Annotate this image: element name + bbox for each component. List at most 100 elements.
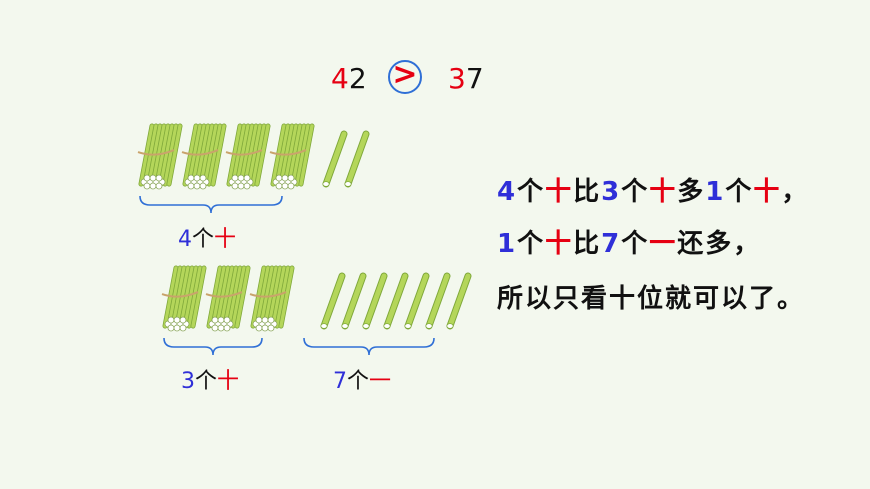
- label-unit: 个: [192, 227, 215, 252]
- bundle-stick: [287, 124, 302, 186]
- bundle-tie: [181, 149, 219, 156]
- bundle-end: [223, 324, 231, 332]
- text-segment: 比: [573, 229, 602, 259]
- bundle-stick: [231, 266, 246, 328]
- explanation-line-2: 1个十比7个一还多，: [497, 227, 761, 261]
- comparison-circle: [388, 60, 422, 94]
- bundle-end: [211, 316, 219, 324]
- text-segment: 1: [497, 229, 518, 259]
- bundle-stick: [211, 124, 226, 186]
- text-segment: 个: [621, 177, 650, 207]
- bundle-end: [173, 316, 181, 324]
- bundle-end: [187, 182, 195, 190]
- bundle-stick: [227, 266, 242, 328]
- right-tens-digit: 3: [448, 62, 466, 95]
- label-num: 7: [333, 369, 347, 394]
- bundle-end: [243, 174, 251, 182]
- bundle-stick: [267, 266, 282, 328]
- bundle-end: [243, 182, 251, 190]
- bundle-stick: [271, 266, 286, 328]
- stick: [342, 273, 366, 329]
- text-segment: 个: [517, 177, 546, 207]
- explanation-line-3: 所以只看十位就可以了。: [497, 284, 806, 314]
- bundle-end: [217, 324, 225, 332]
- bundle-end: [231, 182, 239, 190]
- label-place: 十: [217, 369, 240, 394]
- bundle-stick: [155, 124, 170, 186]
- bundle-end: [261, 324, 269, 332]
- bundle-end: [217, 316, 225, 324]
- bundle-end: [275, 182, 283, 190]
- bundle-stick: [255, 124, 270, 186]
- stick: [345, 131, 369, 187]
- label-num: 3: [181, 369, 195, 394]
- bundle-stick: [251, 124, 266, 186]
- bundle-stick: [207, 124, 222, 186]
- bundle-end: [187, 174, 195, 182]
- bundle-stick: [247, 124, 262, 186]
- bundle-stick: [279, 266, 294, 328]
- brace: [303, 337, 435, 356]
- label-group-4-tens: 4个十: [178, 227, 236, 253]
- bundle-end: [155, 182, 163, 190]
- label-group-3-tens: 3个十: [181, 369, 239, 395]
- text-segment: ，: [781, 177, 810, 207]
- text-segment: 个: [517, 229, 546, 259]
- text-segment: 3: [601, 177, 622, 207]
- bundle-stick: [203, 124, 218, 186]
- bundle-end: [173, 324, 181, 332]
- stick: [426, 273, 450, 329]
- stick: [405, 273, 429, 329]
- stick-end: [320, 323, 328, 329]
- bundle-stick: [275, 266, 290, 328]
- right-ones-digit: 7: [465, 62, 484, 95]
- stick-end: [383, 323, 391, 329]
- bundle-end: [179, 324, 187, 332]
- bundle-stick: [199, 124, 214, 186]
- bundle-end: [255, 316, 263, 324]
- bundle-end: [155, 174, 163, 182]
- bundle-end: [193, 182, 201, 190]
- bundle-end: [149, 174, 157, 182]
- bundle-stick: [187, 266, 202, 328]
- bundle-stick: [159, 124, 174, 186]
- bundle-end: [143, 182, 151, 190]
- label-place: 一: [369, 369, 392, 394]
- brace: [163, 337, 263, 356]
- text-segment: 一: [649, 229, 678, 259]
- stick-end: [425, 323, 433, 329]
- bundle-end: [275, 174, 283, 182]
- bundle-end: [223, 316, 231, 324]
- bundle-stick: [299, 124, 314, 186]
- bundle-end: [167, 316, 175, 324]
- bundle-stick: [191, 266, 206, 328]
- stick: [321, 273, 345, 329]
- bundle-end: [287, 174, 295, 182]
- bundle-end: [287, 182, 295, 190]
- bundle-end: [231, 174, 239, 182]
- bundle-tie: [161, 291, 199, 298]
- bundle-end: [237, 174, 245, 182]
- bundle-tie: [225, 149, 263, 156]
- bundle-end: [267, 316, 275, 324]
- label-unit: 个: [347, 369, 370, 394]
- bundle-tie: [205, 291, 243, 298]
- text-segment: 7: [601, 229, 622, 259]
- bundle-tie: [269, 149, 307, 156]
- bundle-stick: [183, 266, 198, 328]
- bundle-stick: [235, 266, 250, 328]
- left-ones-digit: 2: [348, 62, 367, 95]
- text-segment: 十: [545, 229, 574, 259]
- text-segment: 十: [753, 177, 782, 207]
- text-segment: 比: [573, 177, 602, 207]
- bundle-stick: [163, 124, 178, 186]
- text-segment: 十: [649, 177, 678, 207]
- bundle-end: [281, 182, 289, 190]
- comparison-left-number: 42: [331, 62, 367, 96]
- bundle-end: [281, 174, 289, 182]
- stick-end: [341, 323, 349, 329]
- text-segment: 个: [621, 229, 650, 259]
- brace: [139, 195, 283, 214]
- explanation-line-1: 4个十比3个十多1个十，: [497, 175, 809, 209]
